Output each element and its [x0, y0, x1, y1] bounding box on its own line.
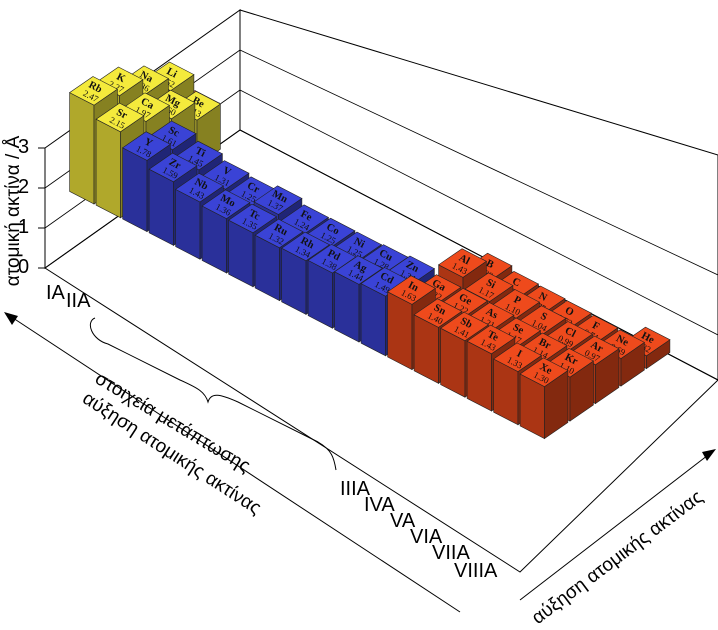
element-symbol-Tc: Tc: [247, 208, 262, 223]
element-bar-Xe: Xe1.30: [519, 357, 569, 440]
bar-top-face: [334, 255, 383, 285]
y-tick-0: 0: [18, 256, 30, 278]
element-symbol-S: S: [538, 311, 548, 324]
bar-top-face: [254, 218, 304, 249]
element-symbol-Cl: Cl: [563, 325, 577, 340]
element-symbol-Kr: Kr: [563, 352, 580, 368]
element-symbol-Al: Al: [457, 253, 471, 268]
element-symbol-Ti: Ti: [193, 145, 207, 159]
bar-top-face: [122, 131, 171, 161]
element-symbol-Sb: Sb: [458, 316, 474, 331]
bar-top-face: [519, 357, 569, 387]
element-symbol-P: P: [512, 294, 523, 307]
element-symbol-B: B: [484, 258, 495, 271]
bar-top-face: [148, 152, 198, 183]
chart-frame: [4, 9, 718, 613]
bar-top-face: [95, 102, 145, 133]
element-symbol-Ni: Ni: [352, 236, 366, 251]
bar-top-face: [360, 267, 410, 297]
bar-top-face: [438, 248, 487, 278]
bar-top-face: [228, 203, 277, 234]
bar-top-face: [281, 231, 330, 262]
element-symbol-Se: Se: [511, 322, 526, 337]
element-symbol-As: As: [484, 306, 499, 321]
bar-front-face: [95, 118, 121, 219]
element-symbol-Cr: Cr: [245, 180, 261, 196]
y-tick-3: 3: [18, 136, 30, 158]
element-symbol-Co: Co: [324, 222, 340, 238]
bar-top-face: [387, 275, 436, 305]
group-label-IIA: IIA: [66, 290, 91, 312]
element-symbol-Zr: Zr: [167, 157, 183, 172]
y-tick-2: 2: [18, 176, 30, 198]
bar-top-face: [69, 76, 118, 106]
bar-top-face: [307, 243, 357, 274]
group-label-VIIIA: VIIIA: [454, 560, 498, 582]
element-symbol-Ge: Ge: [457, 292, 474, 308]
group-label-VA: VA: [390, 510, 416, 532]
group-label-IIIA: IIIA: [340, 478, 371, 500]
bar-top-face: [413, 298, 463, 328]
element-symbol-Fe: Fe: [299, 209, 314, 224]
element-symbol-Zn: Zn: [404, 259, 421, 275]
bar-front-face: [148, 168, 174, 246]
bar-top-face: [253, 185, 303, 215]
element-symbol-C: C: [510, 276, 522, 289]
y-tick-1: 1: [18, 216, 30, 238]
group-label-VIIA: VIIA: [432, 542, 470, 564]
bar-top-face: [201, 189, 251, 219]
group-label-VIA: VIA: [410, 526, 443, 548]
bar-top-face: [464, 272, 514, 302]
group-label-IA: IA: [46, 282, 65, 304]
element-symbol-Pd: Pd: [326, 248, 342, 263]
element-symbol-Li: Li: [165, 66, 179, 80]
element-symbol-In: In: [406, 280, 420, 294]
element-bars: H0.37Li1.52Be1.13Na1.86Mg1.60K2.27Ca1.97…: [69, 61, 671, 440]
element-symbol-Ne: Ne: [614, 333, 630, 349]
bar-top-face: [440, 311, 489, 342]
bar-top-face: [493, 342, 542, 372]
element-symbol-F: F: [590, 320, 601, 333]
bar-top-face: [175, 172, 224, 203]
element-symbol-Sr: Sr: [114, 107, 129, 122]
bar-front-face: [122, 147, 148, 233]
element-bar-Rh: Rh1.34: [281, 231, 330, 315]
bar-front-face: [69, 92, 95, 205]
element-symbol-Xe: Xe: [538, 361, 554, 377]
element-symbol-Ar: Ar: [589, 340, 605, 356]
y-axis-label: ατομική ακτίνα / Å: [3, 135, 24, 287]
element-symbol-I: I: [515, 348, 524, 360]
group-label-IVA: IVA: [364, 494, 395, 516]
element-symbol-Sn: Sn: [432, 302, 448, 317]
bar-top-face: [466, 324, 516, 355]
element-symbol-Sc: Sc: [166, 125, 181, 140]
element-symbol-Te: Te: [485, 329, 500, 344]
bar-front-face: [387, 291, 413, 371]
element-symbol-Br: Br: [537, 337, 553, 352]
